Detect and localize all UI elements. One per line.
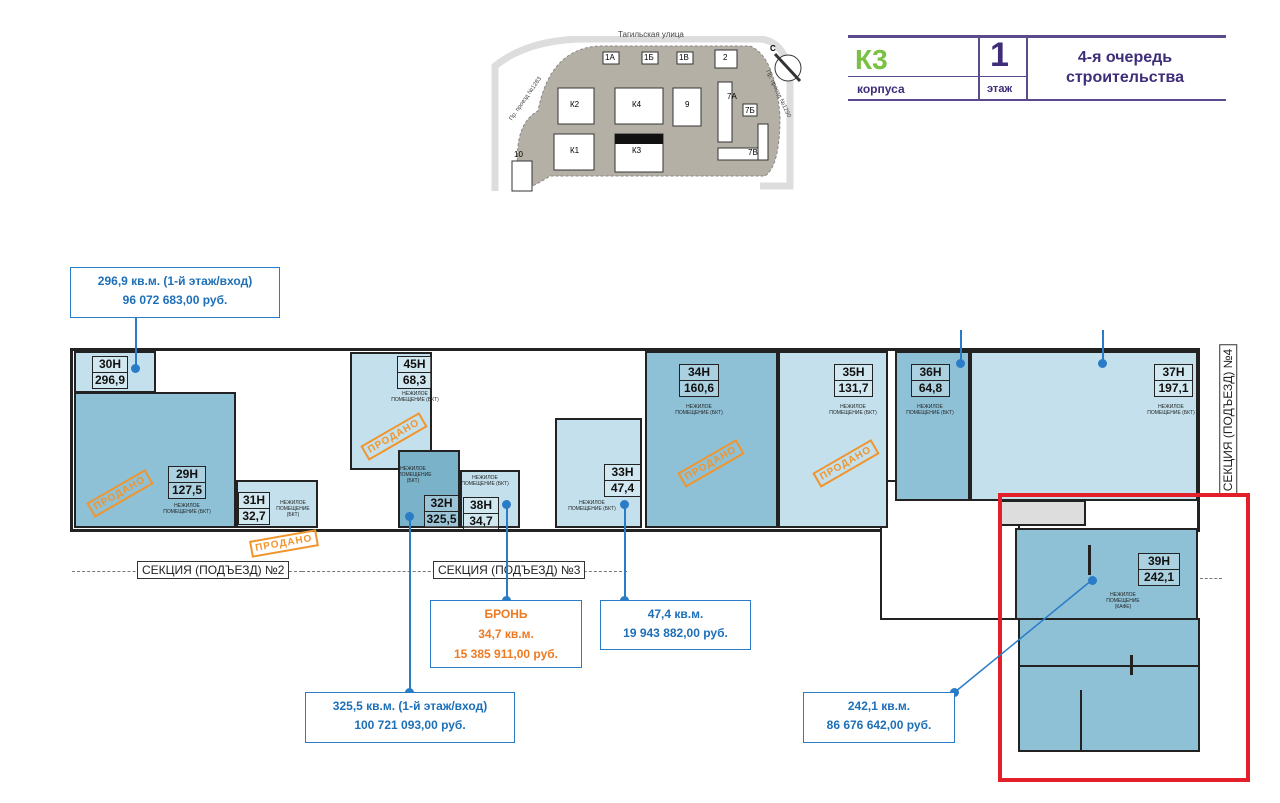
block-7b: 7Б [745, 106, 755, 115]
callout-39n[interactable]: 242,1 кв.м. 86 676 642,00 руб. [803, 692, 955, 743]
callout-38n[interactable]: БРОНЬ 34,7 кв.м. 15 385 911,00 руб. [430, 600, 582, 668]
unit-36n[interactable] [895, 351, 970, 501]
callout-price: 96 072 683,00 руб. [122, 293, 228, 307]
callout-area: 34,7 кв.м. [478, 627, 534, 641]
block-2: 2 [723, 53, 728, 62]
floor-label: этаж [987, 83, 1013, 95]
section-label-4: СЕКЦИЯ (ПОДЪЕЗД) №4 [1219, 343, 1238, 497]
callout-status: БРОНЬ [484, 607, 528, 621]
unit-type-35n: НЕЖИЛОЕ ПОМЕЩЕНИЕ (БКТ) [829, 404, 877, 416]
section-label-3: СЕКЦИЯ (ПОДЪЕЗД) №3 [433, 561, 586, 579]
block-k4: К4 [632, 100, 642, 109]
unit-39n[interactable] [1015, 528, 1198, 620]
unit-type-31n: НЕЖИЛОЕ ПОМЕЩЕНИЕ (БКТ) [276, 500, 310, 518]
callout-30n[interactable]: 296,9 кв.м. (1-й этаж/вход) 96 072 683,00… [70, 267, 280, 318]
block-1v: 1В [679, 53, 689, 62]
building-label: корпуса [857, 82, 905, 96]
unit-type-45n: НЕЖИЛОЕ ПОМЕЩЕНИЕ (БКТ) [391, 391, 439, 403]
street-label: Тагильская улица [618, 30, 684, 39]
unit-type-29n: НЕЖИЛОЕ ПОМЕЩЕНИЕ (БКТ) [163, 503, 211, 515]
block-k3: К3 [632, 146, 642, 155]
callout-area: 296,9 кв.м. (1-й этаж/вход) [97, 274, 253, 288]
block-10: 10 [514, 150, 523, 159]
unit-type-39n: НЕЖИЛОЕ ПОМЕЩЕНИЕ (КАФЕ) [1106, 592, 1140, 610]
unit-29n[interactable] [74, 392, 236, 528]
floor-number: 1 [990, 36, 1009, 74]
unit-type-37n: НЕЖИЛОЕ ПОМЕЩЕНИЕ (БКТ) [1147, 404, 1195, 416]
unit-type-36n: НЕЖИЛОЕ ПОМЕЩЕНИЕ (БКТ) [906, 404, 954, 416]
unit-37n[interactable] [970, 351, 1198, 501]
callout-area: 242,1 кв.м. [847, 699, 911, 713]
unit-31n[interactable] [236, 480, 318, 528]
block-k2: К2 [570, 100, 580, 109]
site-map: Тагильская улица Пр. проезд №1283 Пр. пр… [490, 30, 820, 196]
block-k1: К1 [570, 146, 580, 155]
block-1b: 1Б [644, 53, 654, 62]
unit-type-38n: НЕЖИЛОЕ ПОМЕЩЕНИЕ (БКТ) [461, 475, 509, 487]
unit-type-32n: НЕЖИЛОЕ ПОМЕЩЕНИЕ (БКТ) [398, 466, 432, 484]
callout-price: 19 943 882,00 руб. [623, 626, 728, 640]
block-1a: 1А [605, 53, 615, 62]
compass-north: С [770, 44, 776, 53]
callout-area: 325,5 кв.м. (1-й этаж/вход) [332, 699, 488, 713]
unit-type-33n: НЕЖИЛОЕ ПОМЕЩЕНИЕ (БКТ) [568, 500, 616, 512]
unit-type-34n: НЕЖИЛОЕ ПОМЕЩЕНИЕ (БКТ) [675, 404, 723, 416]
callout-price: 86 676 642,00 руб. [826, 718, 932, 732]
callout-price: 15 385 911,00 руб. [453, 647, 558, 661]
block-9: 9 [685, 100, 690, 109]
block-7v: 7В [748, 148, 758, 157]
sold-stamp-31n: ПРОДАНО [249, 529, 319, 558]
callout-price: 100 721 093,00 руб. [354, 718, 466, 732]
callout-32n[interactable]: 325,5 кв.м. (1-й этаж/вход) 100 721 093,0… [305, 692, 515, 743]
unit-38n[interactable] [460, 470, 520, 528]
unit-33n[interactable] [555, 418, 642, 528]
construction-phase: 4-я очередь строительства [1065, 49, 1185, 86]
block-7a: 7А [727, 92, 737, 101]
building-code: К3 [855, 44, 888, 75]
section-label-2: СЕКЦИЯ (ПОДЪЕЗД) №2 [137, 561, 290, 579]
callout-33n[interactable]: 47,4 кв.м. 19 943 882,00 руб. [600, 600, 751, 650]
callout-area: 47,4 кв.м. [647, 607, 704, 621]
